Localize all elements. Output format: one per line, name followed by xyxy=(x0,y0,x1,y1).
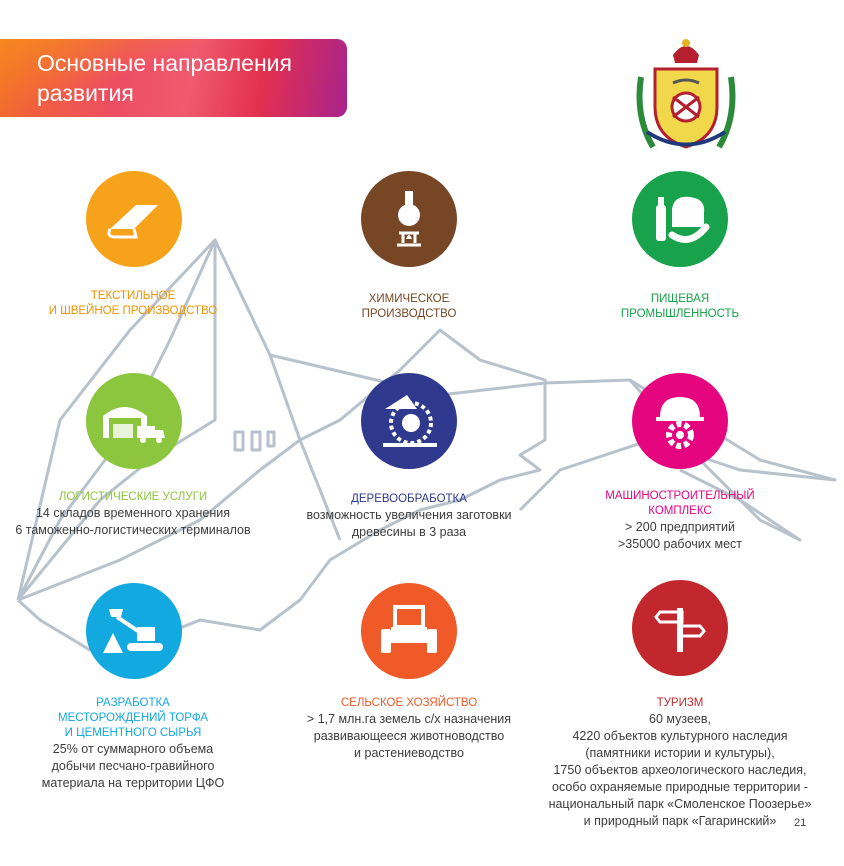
item-agriculture: СЕЛЬСКОЕ ХОЗЯЙСТВО > 1,7 млн.га земель с… xyxy=(306,697,512,760)
item-tourism: ТУРИЗМ 60 музеев,4220 объектов культурно… xyxy=(548,697,812,828)
signpost-icon xyxy=(632,580,728,676)
textile-icon xyxy=(86,171,182,267)
excavator-icon xyxy=(86,583,182,679)
item-logistics: ЛОГИСТИЧЕСКИЕ УСЛУГИ 14 складов временно… xyxy=(15,491,251,537)
warehouse-truck-icon xyxy=(86,373,182,469)
helmet-gear-icon xyxy=(632,373,728,469)
item-wood: ДЕРЕВООБРАБОТКА возможность увеличения з… xyxy=(306,493,512,539)
tractor-icon xyxy=(361,583,457,679)
smolensk-coat-of-arms xyxy=(636,39,736,149)
food-icon xyxy=(632,171,728,267)
page-number: 21 xyxy=(794,817,807,829)
flask-icon xyxy=(361,171,457,267)
saw-icon xyxy=(361,373,457,469)
